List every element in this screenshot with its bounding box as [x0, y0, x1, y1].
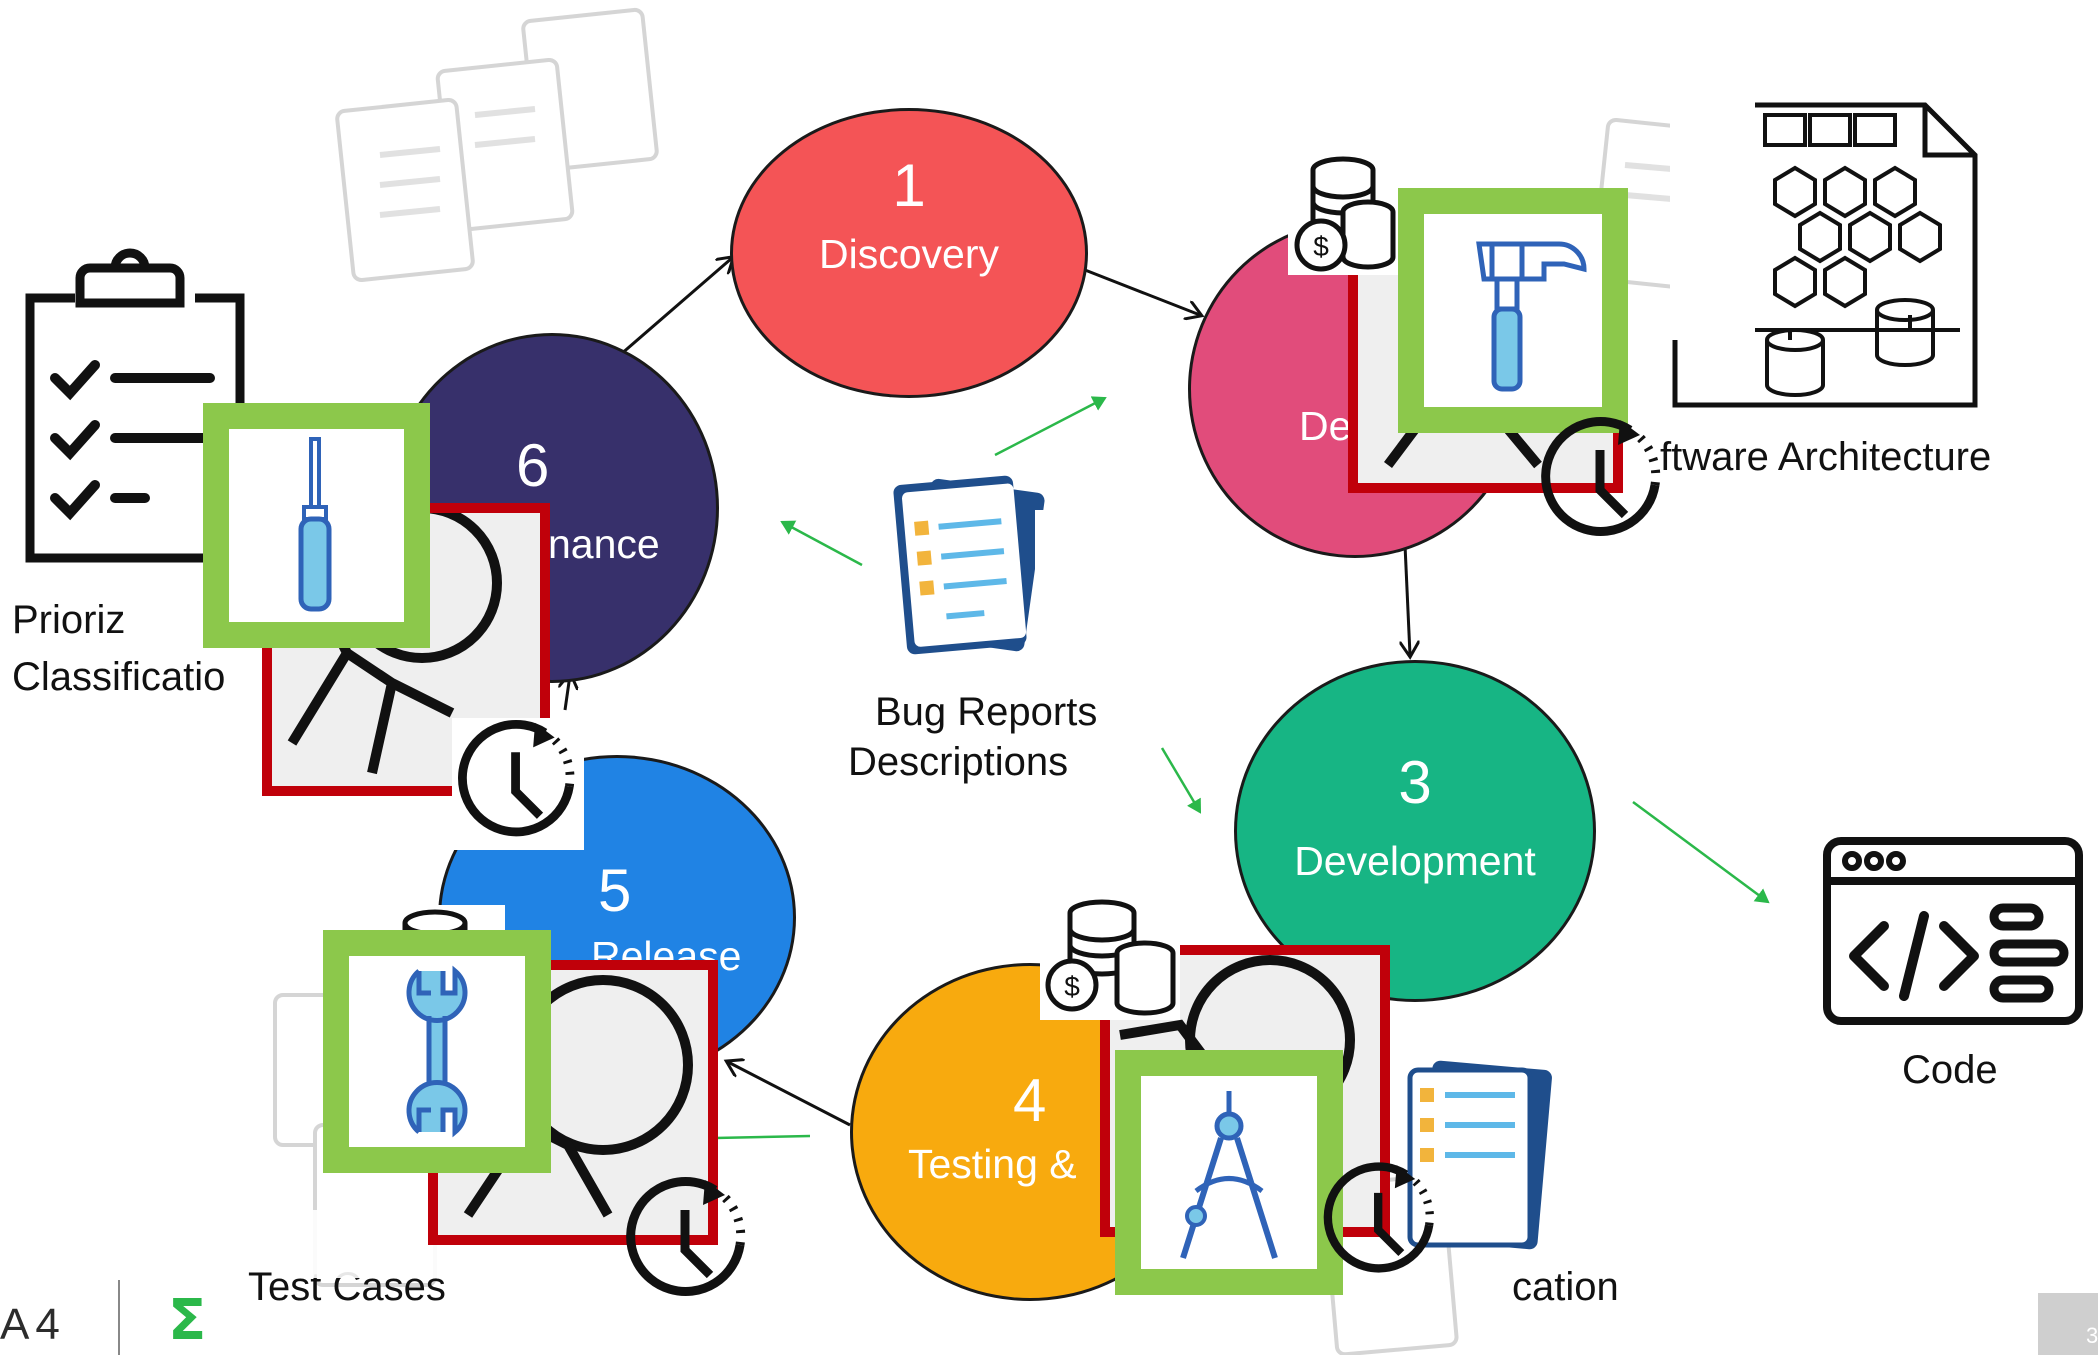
- descriptions-label: Descriptions: [848, 740, 1069, 784]
- verification-label: cation: [1512, 1265, 1619, 1309]
- software-architecture-label: ftware Architecture: [1660, 435, 1992, 479]
- test-cases-cover: [280, 1210, 455, 1278]
- clock-icon: [1541, 417, 1661, 536]
- footer-logo-left: A4: [0, 1300, 66, 1349]
- tool-frame-release: [323, 930, 551, 1173]
- footer-logo-right: Σ: [168, 1288, 207, 1353]
- phase-number: 6: [516, 432, 550, 499]
- bug-report-document-icon: [893, 475, 1080, 655]
- phase-label: Discovery: [819, 231, 999, 277]
- svg-text:$: $: [1313, 231, 1329, 262]
- svg-text:$: $: [1064, 971, 1080, 1002]
- tool-frame-testing: [1115, 1050, 1343, 1295]
- page-number-badge: 3: [2038, 1293, 2098, 1355]
- hammer-icon: [1476, 241, 1587, 392]
- compass-icon: [1180, 1091, 1278, 1259]
- tool-frame-maintenance: [203, 403, 430, 648]
- page-number: 3: [2086, 1323, 2098, 1348]
- tool-frame-design: [1398, 188, 1628, 433]
- phase-discovery-circle: 1 Discovery: [730, 108, 1088, 398]
- coins-icon: $: [1040, 895, 1180, 1020]
- classification-label: Classificatio: [12, 655, 226, 699]
- verification-document-icon: [1407, 1060, 1552, 1250]
- phase-number: 3: [1398, 749, 1432, 816]
- bug-reports-label: Bug Reports: [875, 690, 1098, 734]
- faded-documents-top-left-icon: [335, 7, 659, 283]
- phase-number: 5: [598, 857, 632, 924]
- phase-number: 1: [892, 152, 926, 219]
- wrench-icon: [406, 965, 468, 1138]
- footer-divider: [118, 1280, 120, 1355]
- phase-number: 4: [1013, 1067, 1047, 1134]
- software-architecture-icon: [1670, 100, 1978, 408]
- clock-icon: [452, 718, 584, 850]
- code-label: Code: [1902, 1048, 1998, 1092]
- clock-icon: [626, 1177, 746, 1296]
- coins-icon: $: [1288, 150, 1398, 275]
- screwdriver-icon: [298, 437, 332, 612]
- phase-label: nance: [548, 521, 660, 567]
- priorization-label: Prioriz: [12, 598, 126, 642]
- phase-label: Development: [1294, 838, 1536, 884]
- clipboard-checklist-icon: [25, 248, 245, 563]
- clock-icon: [1323, 1162, 1434, 1273]
- phase-label: De: [1299, 403, 1352, 449]
- code-window-icon: [1823, 837, 2083, 1025]
- phase-label: Testing &: [908, 1141, 1077, 1187]
